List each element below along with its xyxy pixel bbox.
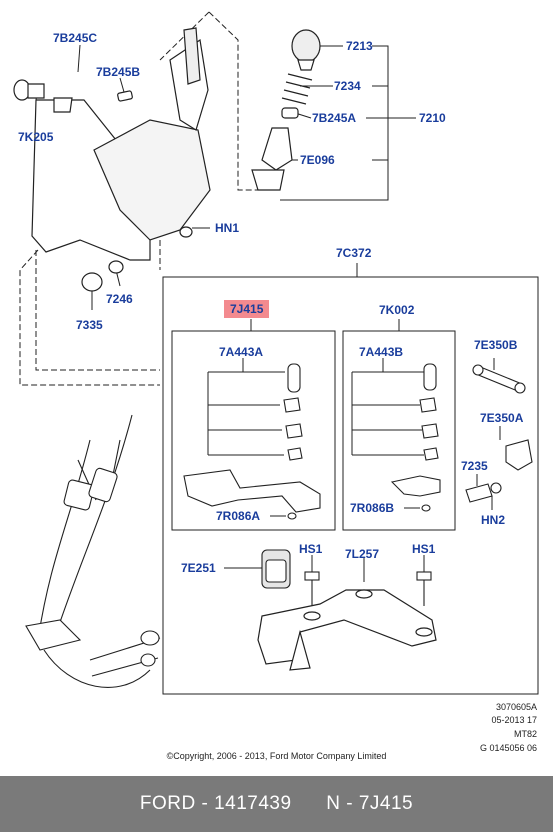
diagram-ref: 3070605A xyxy=(495,702,537,712)
label-HN1: HN1 xyxy=(215,221,240,235)
label-HN2: HN2 xyxy=(481,513,506,527)
label-7E251: 7E251 xyxy=(181,561,216,575)
footer-component: N - 7J415 xyxy=(326,793,414,814)
label-7335: 7335 xyxy=(76,318,103,332)
label-7K205: 7K205 xyxy=(18,130,54,144)
label-7A443A: 7A443A xyxy=(219,345,264,359)
transmission-code: MT82 xyxy=(513,729,537,739)
label-7B245B: 7B245B xyxy=(96,65,141,79)
label-7L257: 7L257 xyxy=(345,547,380,561)
label-7C372: 7C372 xyxy=(336,246,372,260)
label-7R086B: 7R086B xyxy=(350,501,395,515)
label-7246: 7246 xyxy=(106,292,133,306)
label-HS1-left: HS1 xyxy=(299,542,323,556)
parts-diagram xyxy=(13,11,539,695)
label-7210: 7210 xyxy=(419,111,446,125)
label-7J415-highlighted: 7J415 xyxy=(224,300,270,318)
label-7R086A: 7R086A xyxy=(216,509,261,523)
label-7E096: 7E096 xyxy=(300,153,335,167)
label-7235: 7235 xyxy=(461,459,488,473)
label-7E350A: 7E350A xyxy=(480,411,524,425)
label-7A443B: 7A443B xyxy=(359,345,404,359)
label-HS1-right: HS1 xyxy=(412,542,436,556)
label-7E350B: 7E350B xyxy=(474,338,518,352)
copyright: ©Copyright, 2006 - 2013, Ford Motor Comp… xyxy=(166,751,387,761)
label-7K002: 7K002 xyxy=(379,303,415,317)
document-number: G 0145056 06 xyxy=(479,743,537,753)
label-7234: 7234 xyxy=(334,79,361,93)
label-7213: 7213 xyxy=(346,39,373,53)
footer-bar: FORD - 1417439 N - 7J415 xyxy=(0,776,553,832)
footer-brand-part: FORD - 1417439 xyxy=(139,793,292,814)
label-7B245C: 7B245C xyxy=(53,31,98,45)
label-7B245A: 7B245A xyxy=(312,111,357,125)
diagram-date: 05-2013 17 xyxy=(491,715,537,725)
